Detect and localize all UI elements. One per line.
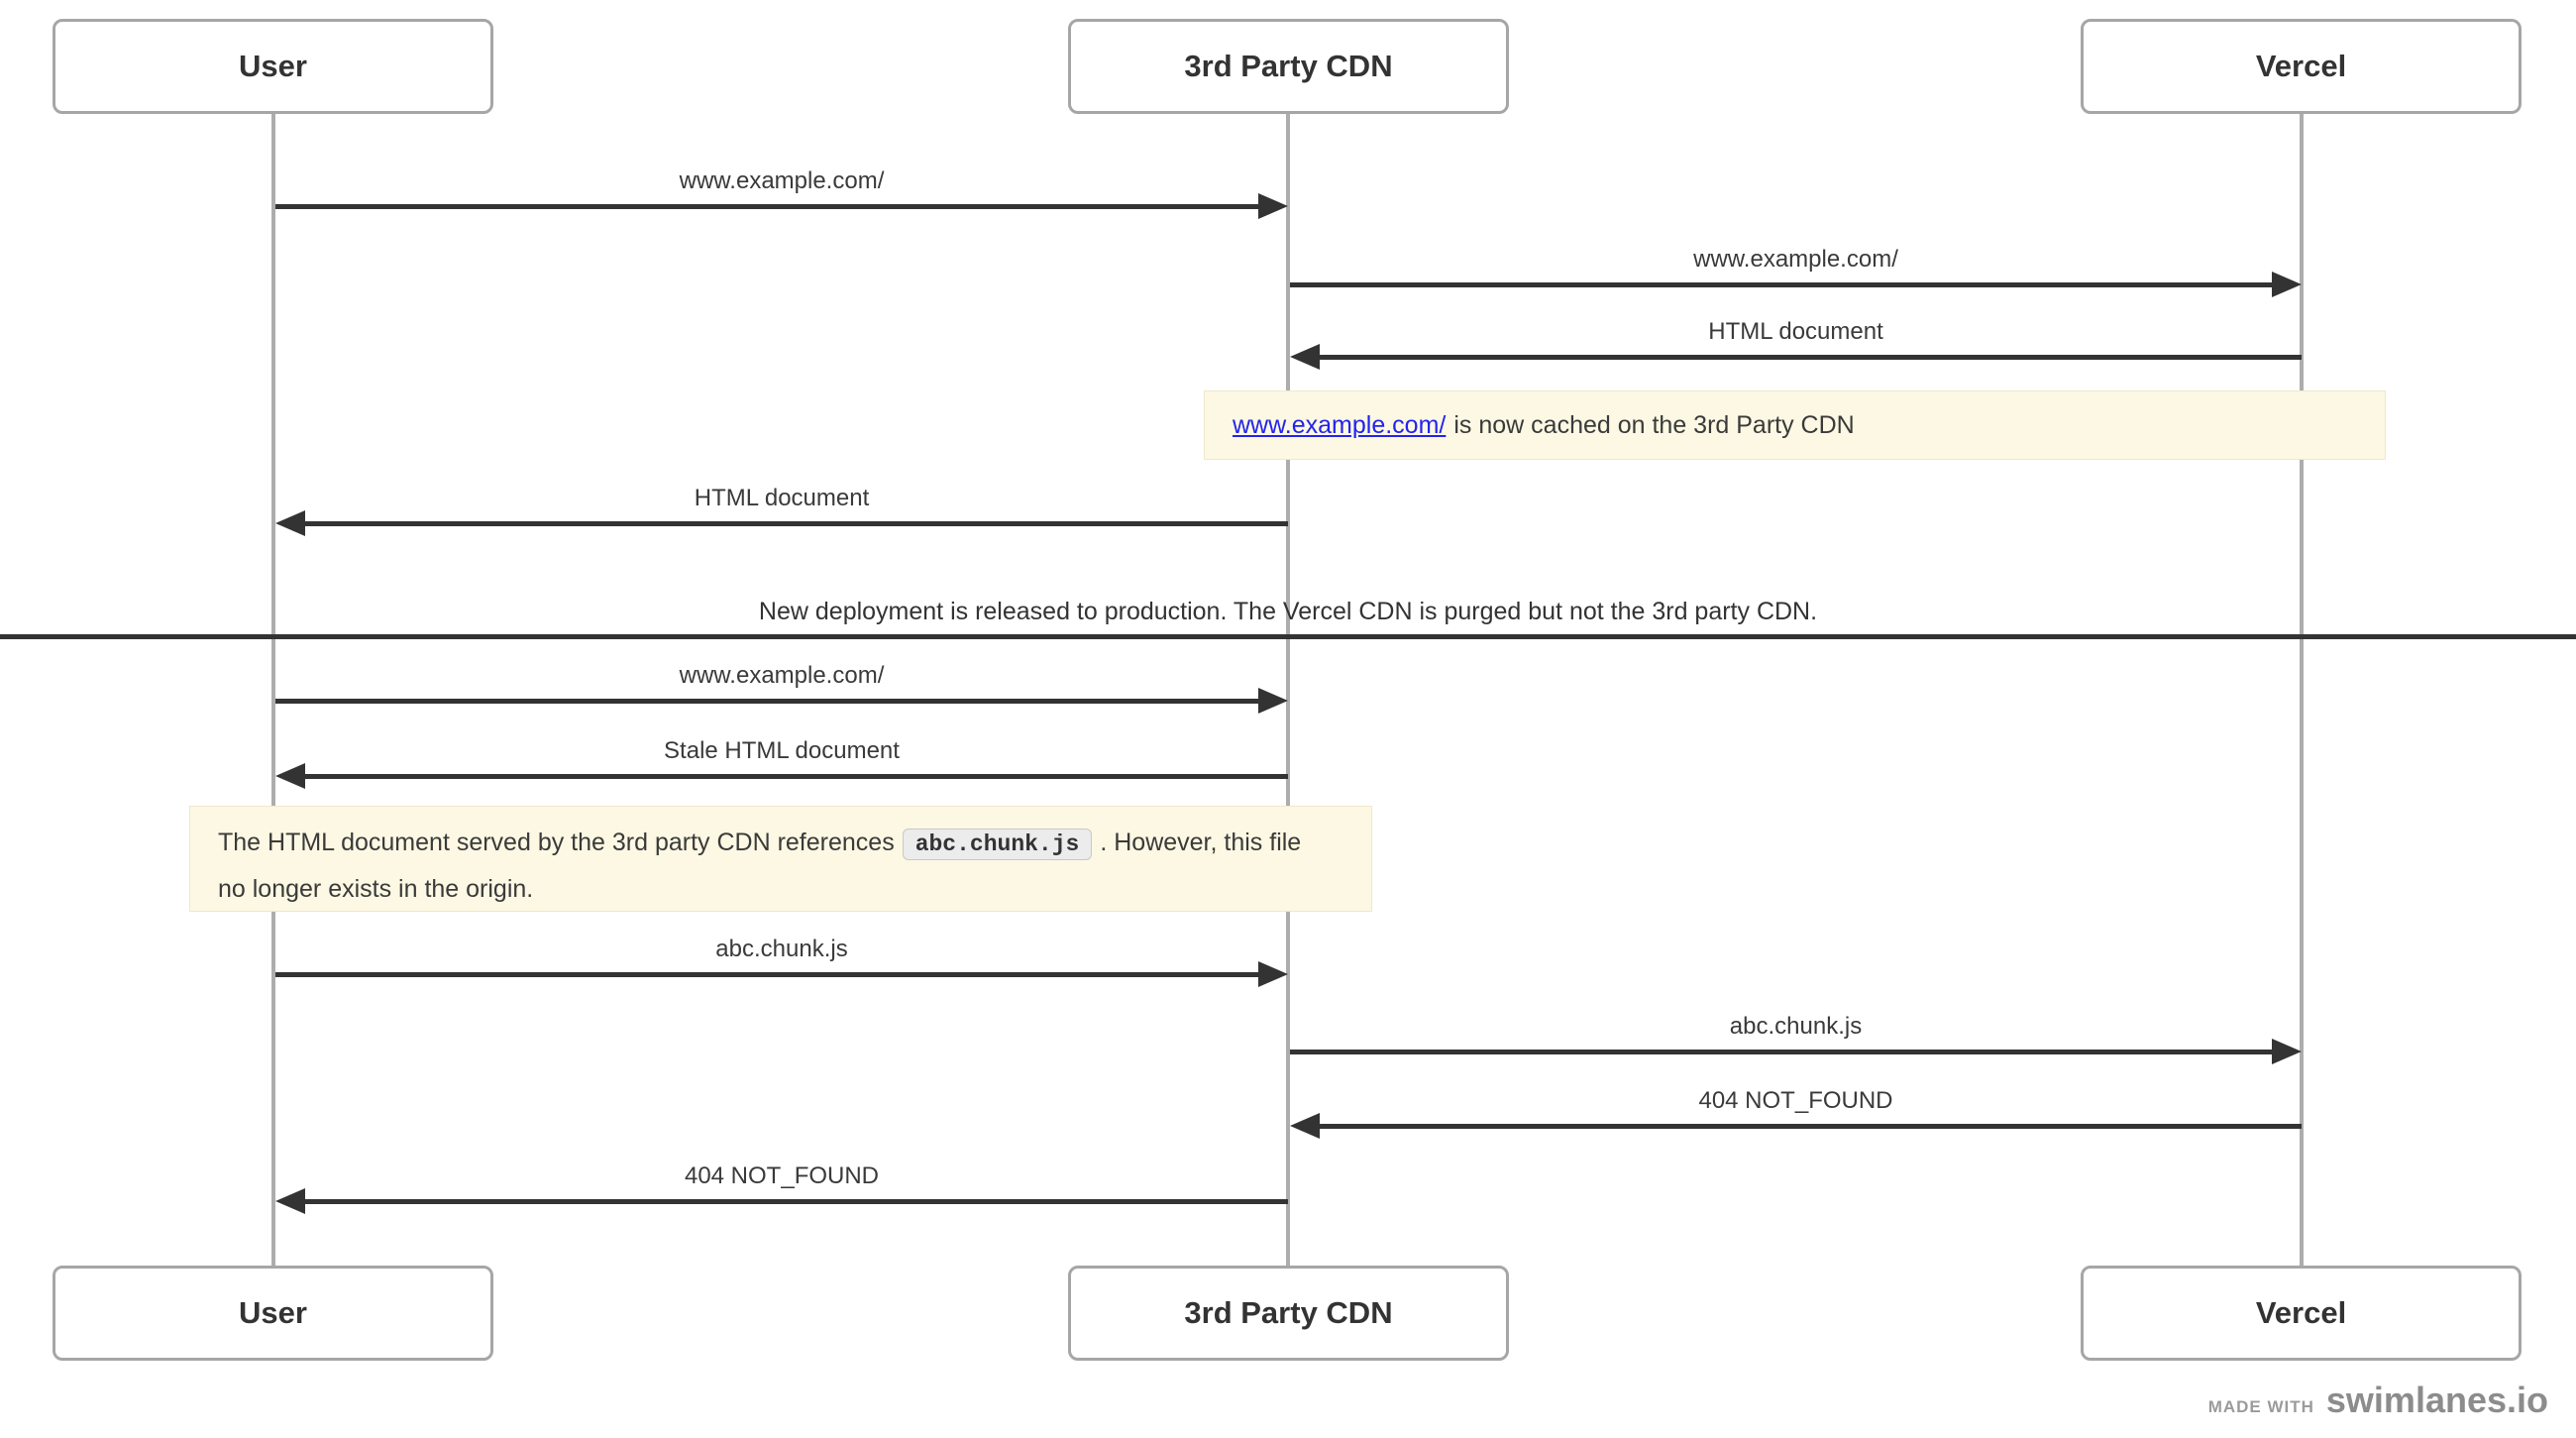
message-label: abc.chunk.js — [1729, 1013, 1863, 1040]
message-arrow-line — [275, 699, 1258, 704]
lifeline-vercel — [2300, 114, 2304, 1266]
message-arrow-line — [305, 1199, 1288, 1204]
arrowhead-left-icon — [275, 1188, 305, 1214]
note-text: The HTML document served by the 3rd part… — [218, 829, 895, 856]
message-arrow-line — [305, 774, 1288, 779]
note-stale-reference: The HTML document served by the 3rd part… — [189, 806, 1372, 912]
made-with-label: MADE WITH — [2207, 1397, 2314, 1416]
lifeline-user — [271, 114, 275, 1266]
message-arrow-line — [1290, 1050, 2272, 1054]
message-label: www.example.com/ — [679, 167, 885, 194]
arrowhead-left-icon — [275, 510, 305, 536]
actor-user-top: User — [53, 19, 493, 114]
message-label: 404 NOT_FOUND — [684, 1162, 880, 1189]
message-label: Stale HTML document — [664, 737, 900, 764]
actor-user-bottom: User — [53, 1266, 493, 1361]
actor-3rd-party-cdn-top: 3rd Party CDN — [1068, 19, 1509, 114]
arrowhead-left-icon — [275, 763, 305, 789]
message-arrow-line — [1290, 282, 2272, 287]
arrowhead-right-icon — [2272, 1039, 2302, 1064]
actor-3rd-party-cdn-bottom: 3rd Party CDN — [1068, 1266, 1509, 1361]
actor-vercel-bottom: Vercel — [2081, 1266, 2522, 1361]
message-arrow-line — [275, 972, 1258, 977]
message-label: 404 NOT_FOUND — [1698, 1087, 1893, 1114]
message-label: HTML document — [694, 485, 870, 511]
note-text: no longer exists in the origin. — [218, 875, 534, 903]
note-cached-on-cdn: www.example.com/ is now cached on the 3r… — [1204, 390, 2386, 460]
divider-line — [0, 634, 2576, 639]
note-text: is now cached on the 3rd Party CDN — [1453, 410, 1855, 439]
message-label: www.example.com/ — [1693, 246, 1898, 273]
swimlanes-brand-link[interactable]: swimlanes.io — [2325, 1380, 2548, 1420]
code-chip: abc.chunk.js — [902, 829, 1093, 860]
note-text: . However, this file — [1100, 829, 1302, 856]
message-arrow-line — [275, 204, 1258, 209]
divider-text: New deployment is released to production… — [758, 598, 1818, 625]
message-arrow-line — [305, 521, 1288, 526]
arrowhead-right-icon — [1258, 688, 1288, 714]
actor-vercel-top: Vercel — [2081, 19, 2522, 114]
arrowhead-left-icon — [1290, 344, 1320, 370]
message-arrow-line — [1320, 355, 2302, 360]
arrowhead-right-icon — [1258, 193, 1288, 219]
message-label: www.example.com/ — [679, 662, 885, 689]
message-arrow-line — [1320, 1124, 2302, 1129]
arrowhead-left-icon — [1290, 1113, 1320, 1139]
footer: MADE WITH swimlanes.io — [2208, 1380, 2548, 1421]
message-label: HTML document — [1708, 318, 1883, 345]
message-label: abc.chunk.js — [715, 936, 848, 962]
arrowhead-right-icon — [1258, 961, 1288, 987]
note-link[interactable]: www.example.com/ — [1233, 410, 1447, 439]
arrowhead-right-icon — [2272, 272, 2302, 297]
lifeline-3rd-party-cdn — [1286, 114, 1290, 1266]
